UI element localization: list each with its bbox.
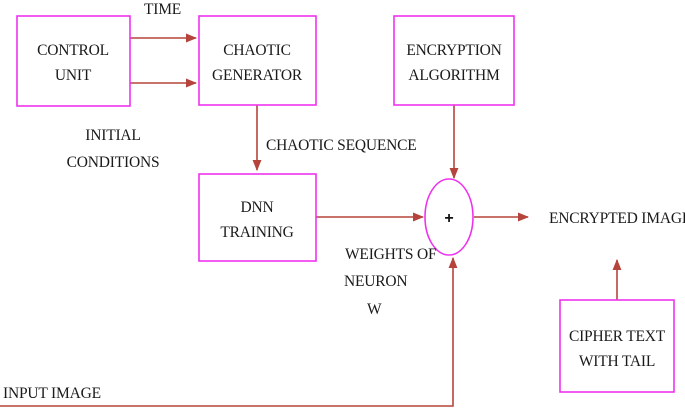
time-label: TIME (144, 1, 181, 18)
encryption-algorithm-line1: ENCRYPTION (406, 42, 501, 59)
dnn-training-line2: TRAINING (220, 224, 293, 241)
initial-conditions-line2: CONDITIONS (67, 154, 160, 171)
chaotic-sequence-label: CHAOTIC SEQUENCE (266, 137, 417, 154)
cipher-text-line2: WITH TAIL (579, 353, 655, 370)
control-unit-line2: UNIT (55, 67, 92, 84)
dnn-training-line1: DNN (241, 199, 274, 216)
encryption-algorithm-block: ENCRYPTION ALGORITHM (393, 15, 515, 106)
adder-node: + (424, 178, 474, 256)
cipher-text-block: CIPHER TEXT WITH TAIL (559, 299, 675, 393)
control-unit-line1: CONTROL (37, 42, 109, 59)
encryption-algorithm-line2: ALGORITHM (408, 67, 500, 84)
weights-line3: W (367, 301, 382, 318)
dnn-training-block: DNN TRAINING (198, 173, 317, 262)
chaotic-generator-line1: CHAOTIC (223, 42, 291, 59)
cipher-text-line1: CIPHER TEXT (569, 328, 666, 345)
weights-line1: WEIGHTS OF (345, 246, 437, 263)
adder-plus-symbol: + (444, 210, 453, 227)
initial-conditions-line1: INITIAL (85, 127, 140, 144)
arrow-input-image (0, 256, 458, 407)
control-unit-block: CONTROL UNIT (16, 15, 131, 107)
input-image-label: INPUT IMAGE (3, 385, 101, 402)
encrypted-image-label: ENCRYPTED IMAGE (549, 210, 685, 227)
chaotic-generator-line2: GENERATOR (212, 67, 303, 84)
chaotic-generator-block: CHAOTIC GENERATOR (198, 15, 317, 106)
weights-line2: NEURON (344, 273, 407, 290)
